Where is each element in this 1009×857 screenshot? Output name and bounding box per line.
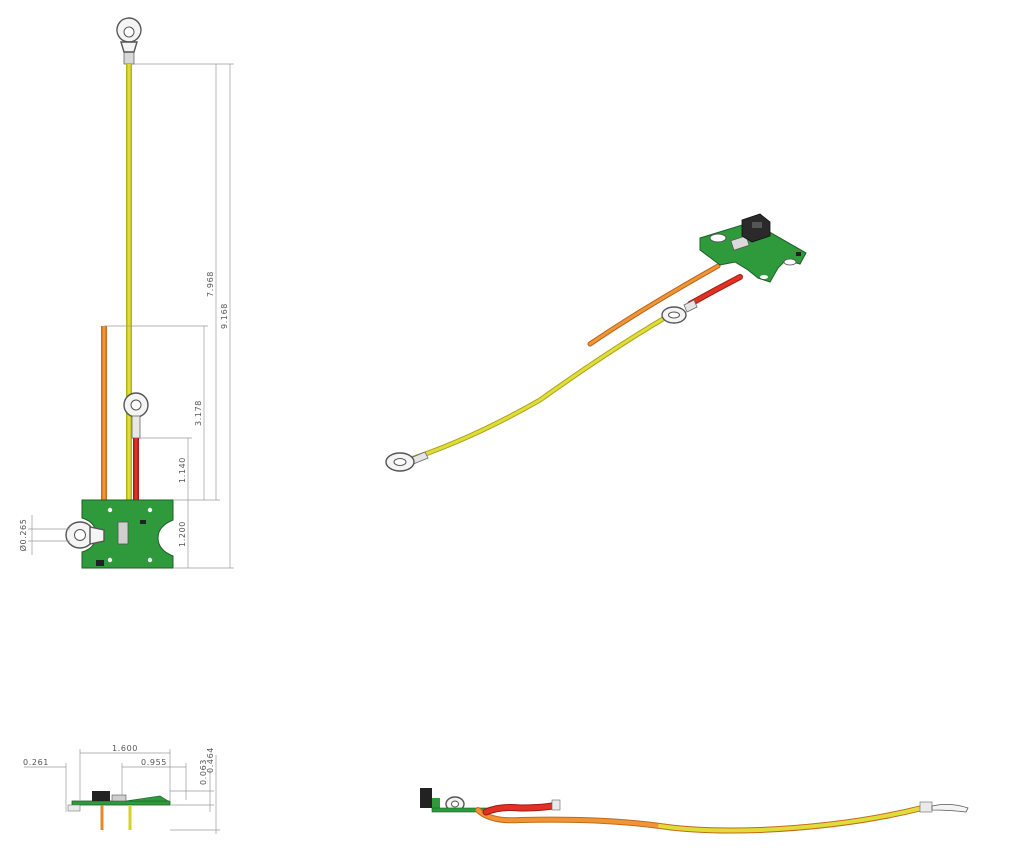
iso-ring-lug-left	[385, 451, 429, 472]
dim-board-width: 1.600	[112, 744, 138, 753]
dim-left-offset: 0.261	[23, 758, 49, 767]
side-connector	[420, 788, 432, 808]
iso-pcb-board	[699, 221, 807, 283]
top-ring-lug	[116, 17, 142, 65]
dim-overall-length: 9.168	[220, 303, 229, 329]
bottom-pcb-board	[71, 800, 171, 806]
isometric-view	[385, 213, 807, 472]
bottom-dimensions: 1.600 0.955 0.261 0.063 0.464	[23, 744, 220, 834]
iso-yellow-wire	[403, 314, 670, 463]
dim-red-wire-length: 1.140	[178, 457, 187, 483]
side-ring-lug	[931, 804, 969, 813]
side-orange-yellow-wire	[476, 808, 662, 828]
red-ring-lug	[123, 392, 149, 439]
iso-red-wire	[688, 275, 742, 306]
side-red-wire	[483, 803, 555, 815]
side-ring-lug	[65, 521, 105, 549]
side-view	[420, 788, 969, 834]
dim-connector-offset: 0.955	[141, 758, 167, 767]
iso-orange-wire	[588, 264, 720, 346]
dim-board-height: 1.200	[178, 521, 187, 547]
dim-orange-wire-length: 3.178	[194, 400, 203, 426]
front-dimensions: 9.168 7.968 3.178 1.140 1.200 Ø0.265	[18, 63, 234, 569]
dim-yellow-wire-length: 7.968	[206, 271, 215, 297]
dim-overall-height: 0.464	[206, 747, 215, 773]
connector	[117, 521, 129, 545]
dim-board-thickness: 0.063	[199, 759, 208, 785]
front-view: 9.168 7.968 3.178 1.140 1.200 Ø0.265	[18, 17, 234, 569]
bottom-view: 1.600 0.955 0.261 0.063 0.464	[23, 744, 220, 834]
iso-ring-lug-red	[661, 299, 698, 324]
dim-ring-diameter: Ø0.265	[18, 519, 28, 552]
